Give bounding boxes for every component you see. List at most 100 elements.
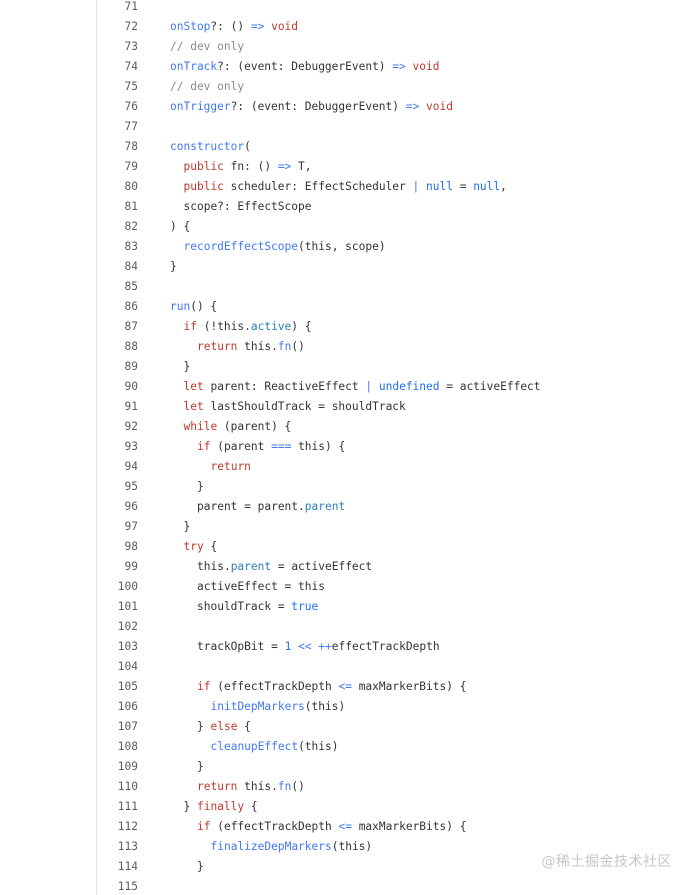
line-code: cleanupEffect(this) — [211, 737, 339, 757]
line-number: 109 — [117, 760, 138, 773]
gutter-divider — [96, 0, 97, 895]
code-token: = — [452, 180, 474, 193]
line-number: 82 — [124, 220, 138, 233]
line-number: 83 — [124, 240, 138, 253]
code-line: 114} — [0, 857, 692, 877]
code-token: void — [425, 100, 453, 113]
code-token: cleanupEffect — [210, 740, 299, 753]
line-code: run() { — [170, 297, 217, 317]
code-token: => — [250, 20, 265, 33]
line-number: 94 — [124, 460, 138, 473]
code-line: 89} — [0, 357, 692, 377]
line-number: 89 — [124, 360, 138, 373]
code-token: maxMarkerBits) { — [351, 820, 467, 833]
code-line: 96 parent = parent.parent — [0, 497, 692, 517]
line-number: 71 — [124, 0, 138, 13]
code-token: fn — [277, 780, 292, 793]
line-code: } finally { — [184, 797, 258, 817]
line-number: 114 — [117, 860, 138, 873]
code-token: } — [197, 760, 204, 773]
code-token: this. — [237, 340, 278, 353]
line-number: 84 — [124, 260, 138, 273]
line-code: constructor( — [170, 137, 251, 157]
code-token: <= — [338, 820, 352, 833]
code-token: recordEffectScope — [183, 240, 299, 253]
line-code: if (effectTrackDepth <= maxMarkerBits) { — [197, 817, 466, 837]
line-number: 96 — [124, 500, 138, 513]
code-token: => — [392, 60, 406, 73]
line-number: 108 — [117, 740, 138, 753]
line-number: 79 — [124, 160, 138, 173]
code-line: 94 return — [0, 457, 692, 477]
line-number: 100 — [117, 580, 138, 593]
code-token: run — [170, 300, 191, 313]
code-token — [372, 380, 379, 393]
code-token: } — [197, 480, 204, 493]
line-number: 76 — [124, 100, 138, 113]
line-code: ) { — [170, 217, 190, 237]
code-token: T, — [291, 160, 312, 173]
code-token: let — [183, 380, 204, 393]
code-token: } — [183, 360, 191, 373]
code-token: this. — [237, 780, 278, 793]
code-token: parent = parent. — [197, 500, 305, 513]
code-line: 107} else { — [0, 717, 692, 737]
line-number: 92 — [124, 420, 138, 433]
line-code: this.parent = activeEffect — [197, 557, 372, 577]
code-token: public — [183, 180, 224, 193]
line-code: onTrigger?: (event: DebuggerEvent) => vo… — [170, 97, 453, 117]
code-token: (effectTrackDepth — [210, 820, 339, 833]
code-token: ) { — [291, 320, 312, 333]
line-code: } — [197, 477, 204, 497]
line-number: 87 — [124, 320, 138, 333]
line-number: 110 — [117, 780, 138, 793]
code-token: effectTrackDepth — [331, 640, 440, 653]
line-code: activeEffect = this — [197, 577, 325, 597]
code-token: , — [500, 180, 507, 193]
code-token: { — [237, 720, 251, 733]
code-token: undefined — [378, 380, 440, 393]
line-code: parent = parent.parent — [197, 497, 345, 517]
code-token: (this) — [298, 740, 339, 753]
line-code: public fn: () => T, — [184, 157, 312, 177]
code-token: } — [197, 860, 204, 873]
code-token: trackOpBit = — [197, 640, 285, 653]
code-token: // dev only — [170, 40, 245, 53]
code-line: 77 — [0, 117, 692, 137]
code-token: true — [291, 600, 319, 613]
line-code: return — [211, 457, 251, 477]
code-token: return — [197, 780, 238, 793]
line-number: 95 — [124, 480, 138, 493]
code-token: parent — [304, 500, 346, 513]
line-number: 81 — [124, 200, 138, 213]
code-line: 82 ) { — [0, 217, 692, 237]
code-token: if — [197, 440, 211, 453]
line-number: 74 — [124, 60, 138, 73]
code-token: === — [271, 440, 292, 453]
code-token: try — [183, 540, 204, 553]
code-token: if — [197, 820, 211, 833]
code-line: 81 scope?: EffectScope — [0, 197, 692, 217]
code-token: activeEffect = this — [197, 580, 325, 593]
code-token: null — [473, 180, 501, 193]
line-number: 88 — [124, 340, 138, 353]
code-line: 109} — [0, 757, 692, 777]
code-token: else — [210, 720, 238, 733]
code-line: 79 public fn: () => T, — [0, 157, 692, 177]
line-code: finalizeDepMarkers(this) — [211, 837, 373, 857]
line-code: scope?: EffectScope — [184, 197, 312, 217]
code-token: () { — [190, 300, 218, 313]
code-token: } — [170, 260, 177, 273]
code-line: 97} — [0, 517, 692, 537]
line-code: } — [197, 757, 204, 777]
line-code: } — [170, 257, 177, 277]
